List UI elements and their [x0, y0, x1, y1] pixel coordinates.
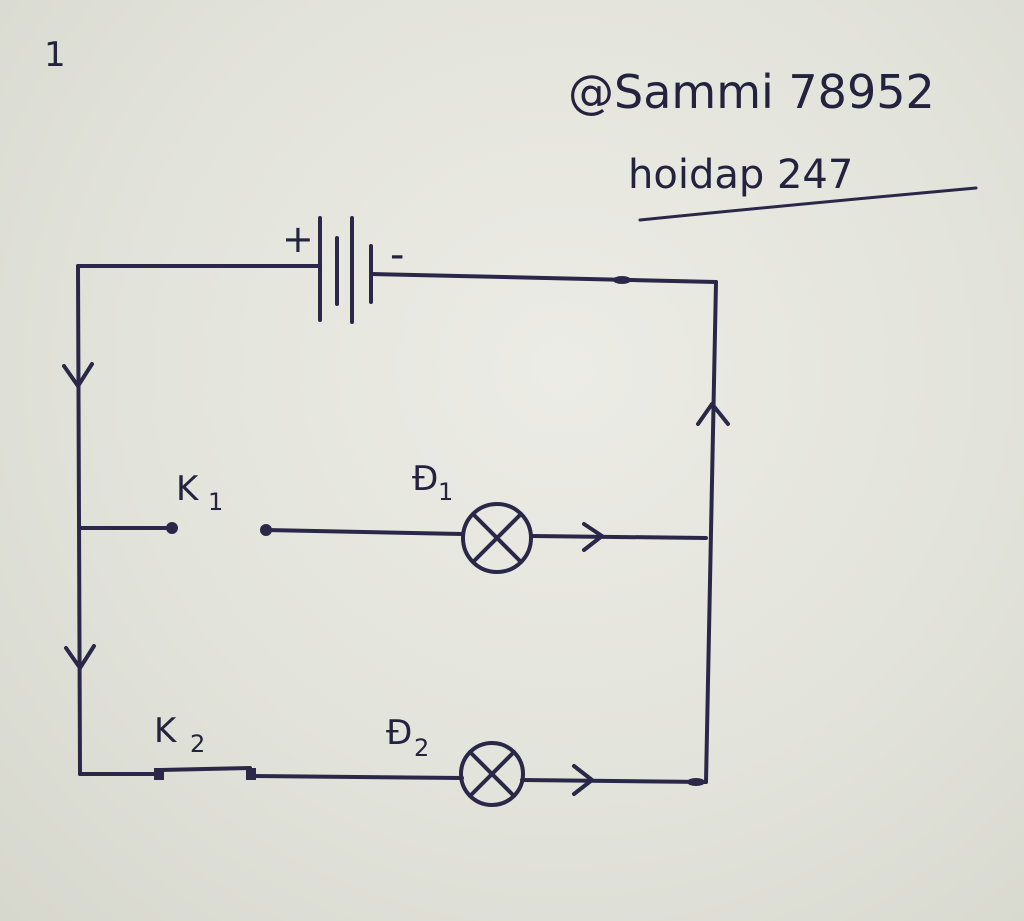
arrow-branch2-right	[572, 764, 594, 796]
switch-k2: K 2	[154, 711, 256, 780]
switch-k2-subscript: 2	[190, 730, 205, 758]
arrow-right-up	[696, 402, 730, 426]
lamp-d1: Đ 1	[412, 459, 533, 574]
switch-k1-subscript: 1	[208, 488, 223, 516]
lamp-d2-letter: Đ	[386, 713, 412, 753]
current-arrows	[62, 362, 730, 796]
lamp-d1-subscript: 1	[438, 478, 453, 506]
lamp-d2-subscript: 2	[414, 734, 429, 762]
switch-k1-letter: K	[176, 469, 200, 509]
arrow-left-bottom-down	[64, 644, 96, 670]
watermark-line2: hoidap 247	[628, 152, 853, 198]
battery-positive-sign: +	[282, 217, 314, 261]
switch-k1: K 1	[166, 469, 272, 536]
page-marker: 1	[44, 35, 66, 75]
switch-k2-letter: K	[154, 711, 178, 751]
watermark-underline	[638, 186, 978, 222]
lamp-d1-letter: Đ	[412, 459, 438, 499]
circuit-wires	[76, 264, 718, 784]
arrow-left-top-down	[62, 362, 94, 388]
watermark-line1: @Sammi 78952	[568, 65, 935, 119]
watermark: @Sammi 78952 hoidap 247	[568, 65, 978, 222]
lamp-d2: Đ 2	[386, 713, 525, 807]
arrow-branch1-right	[582, 522, 604, 552]
battery-negative-sign: -	[390, 232, 404, 278]
battery-symbol: + -	[282, 216, 404, 324]
junctions	[613, 276, 705, 786]
